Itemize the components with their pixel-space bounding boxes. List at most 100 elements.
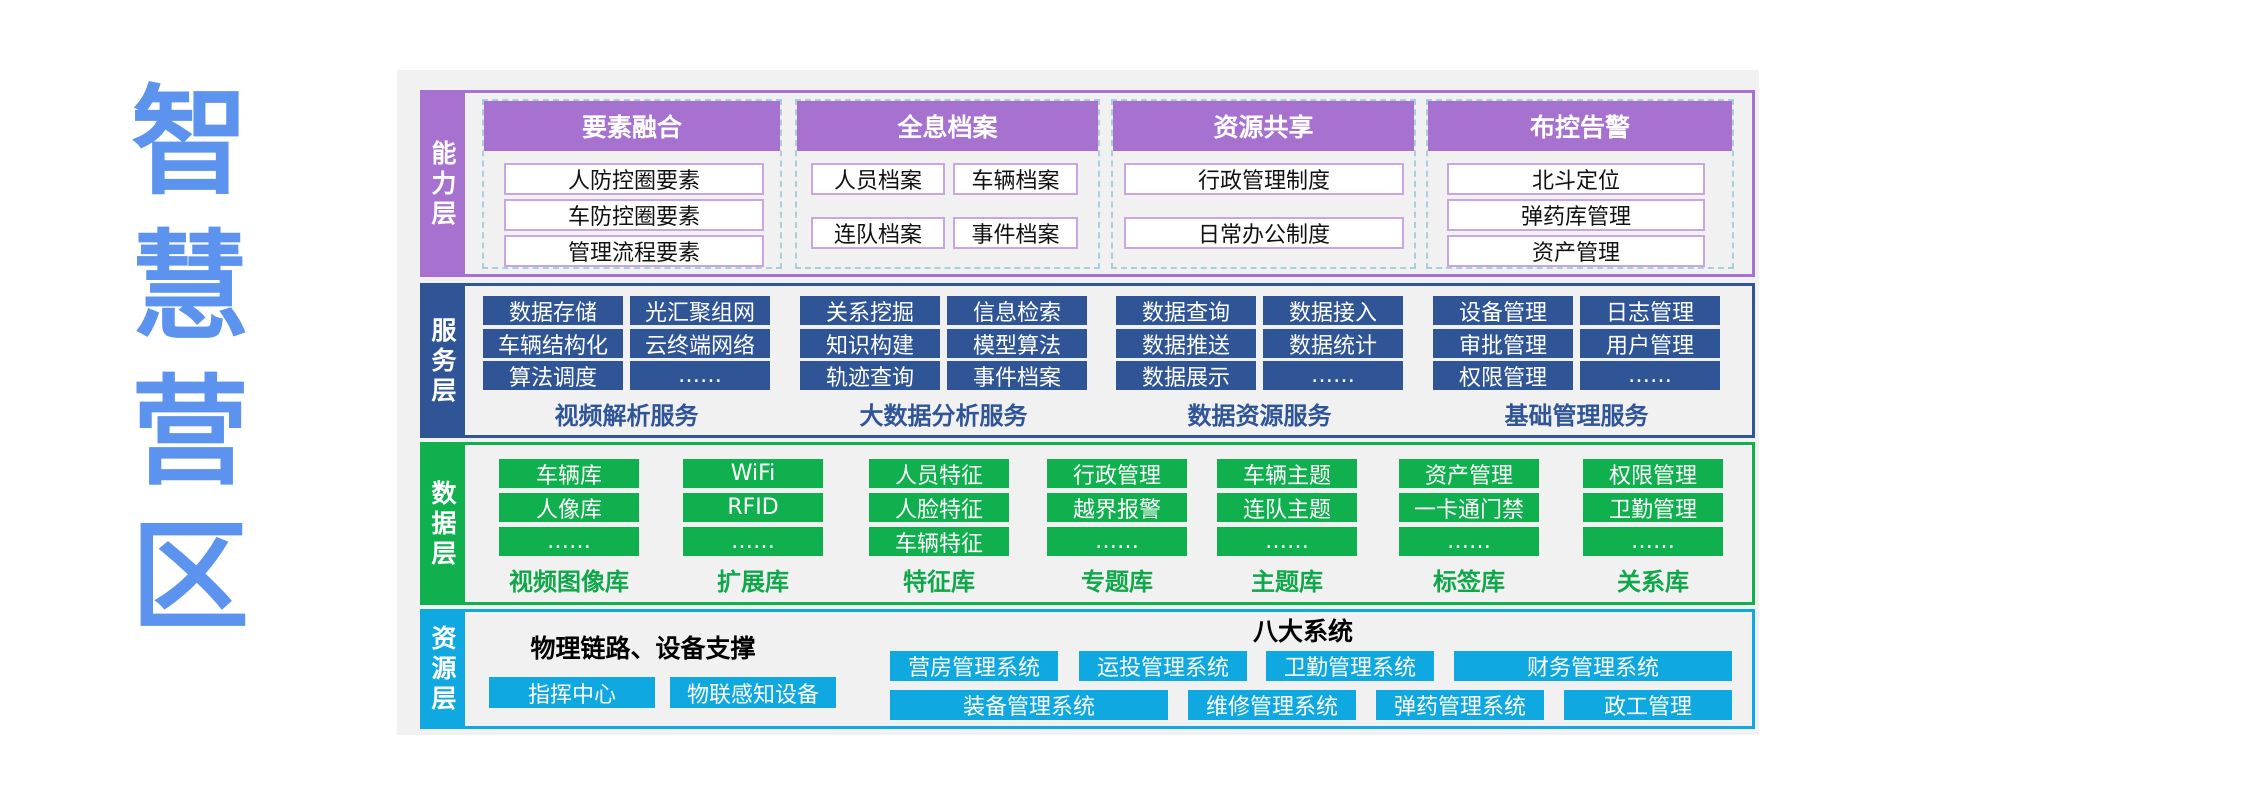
data-group-title: 扩展库: [717, 567, 789, 596]
capability-layer-label: 能 力 层: [423, 93, 465, 274]
system-item: 营房管理系统: [890, 651, 1058, 681]
svc-group-title: 大数据分析服务: [859, 401, 1028, 430]
svc-item: 权限管理: [1433, 361, 1573, 391]
system-item: 维修管理系统: [1188, 690, 1356, 720]
data-item: 越界报警: [1047, 493, 1187, 523]
svc-item: 事件档案: [947, 361, 1087, 391]
cap-group-title: 全息档案: [797, 101, 1098, 151]
data-item: 车辆库: [499, 459, 639, 489]
cap-group-control-alarm: [1426, 99, 1734, 269]
cap-item: 人员档案: [811, 163, 945, 195]
resource-layer-label: 资 源 层: [423, 612, 465, 726]
system-item: 财务管理系统: [1454, 651, 1732, 681]
data-item: 连队主题: [1217, 493, 1357, 523]
data-group-title: 特征库: [903, 567, 975, 596]
resource-layer: 资 源 层 物理链路、设备支撑 指挥中心 物联感知设备 八大系统 营房管理系统 …: [420, 609, 1755, 729]
data-group-title: 关系库: [1617, 567, 1689, 596]
capability-layer: 能 力 层 要素融合 人防控圈要素 车防控圈要素 管理流程要素 全息档案 人员档…: [420, 90, 1755, 277]
system-item: 装备管理系统: [890, 690, 1168, 720]
svc-item: 数据查询: [1116, 296, 1256, 326]
eight-systems-title: 八大系统: [1252, 617, 1353, 646]
data-group-title: 视频图像库: [509, 567, 629, 596]
cap-item: 行政管理制度: [1124, 163, 1404, 195]
system-item: 运投管理系统: [1079, 651, 1247, 681]
svc-group-title: 基础管理服务: [1504, 401, 1649, 430]
data-item: 车辆主题: [1217, 459, 1357, 489]
svc-item: 算法调度: [483, 361, 623, 391]
svc-item: 日志管理: [1580, 296, 1720, 326]
data-item: 卫勤管理: [1583, 493, 1723, 523]
svc-group-title: 视频解析服务: [554, 401, 699, 430]
data-item: ……: [1583, 527, 1723, 556]
svc-group-title: 数据资源服务: [1187, 401, 1332, 430]
cap-group-title: 资源共享: [1113, 101, 1414, 151]
cap-group-title: 布控告警: [1428, 101, 1732, 151]
title-char: 智: [130, 73, 249, 211]
data-layer-label: 数 据 层: [423, 445, 465, 602]
cap-group-element-fusion: [482, 99, 782, 269]
system-item: 政工管理: [1564, 690, 1732, 720]
title-char: 慧: [130, 218, 249, 356]
data-item: ……: [499, 527, 639, 556]
cap-item: 人防控圈要素: [504, 163, 764, 195]
cap-item: 事件档案: [953, 217, 1078, 249]
data-item: RFID: [683, 493, 823, 522]
svc-item: 数据存储: [483, 296, 623, 326]
cap-item: 车防控圈要素: [504, 199, 764, 231]
resource-item: 指挥中心: [489, 677, 655, 708]
data-item: WiFi: [683, 459, 823, 488]
data-item: 资产管理: [1399, 459, 1539, 489]
cap-item: 管理流程要素: [504, 235, 764, 267]
resource-item: 物联感知设备: [670, 677, 836, 708]
svc-item: 用户管理: [1580, 329, 1720, 359]
main-title: 智 慧 营 区: [130, 70, 250, 650]
svc-item: ……: [1580, 361, 1720, 390]
data-item: ……: [1399, 527, 1539, 556]
cap-group-title: 要素融合: [484, 101, 780, 151]
data-item: 车辆特征: [869, 527, 1009, 557]
svc-item: 车辆结构化: [483, 329, 623, 359]
title-char: 营: [130, 363, 249, 501]
cap-group-resource-sharing: [1111, 99, 1416, 269]
cap-item: 北斗定位: [1447, 163, 1705, 195]
data-item: ……: [1217, 527, 1357, 556]
svc-item: 数据接入: [1263, 296, 1403, 326]
system-item: 卫勤管理系统: [1266, 651, 1434, 681]
physical-support-title: 物理链路、设备支撑: [530, 634, 756, 663]
data-item: 权限管理: [1583, 459, 1723, 489]
cap-item: 连队档案: [811, 217, 945, 249]
data-item: 人脸特征: [869, 493, 1009, 523]
svc-item: 数据统计: [1263, 329, 1403, 359]
svc-item: 审批管理: [1433, 329, 1573, 359]
data-item: ……: [683, 527, 823, 556]
system-item: 弹药管理系统: [1376, 690, 1544, 720]
svc-item: ……: [630, 361, 770, 390]
data-item: 人员特征: [869, 459, 1009, 489]
svc-item: 设备管理: [1433, 296, 1573, 326]
cap-group-holographic-archive: [795, 99, 1100, 269]
data-group-title: 标签库: [1433, 567, 1505, 596]
service-layer-label: 服 务 层: [423, 286, 465, 435]
data-item: ……: [1047, 527, 1187, 556]
svc-item: 数据展示: [1116, 361, 1256, 391]
svc-item: 云终端网络: [630, 329, 770, 359]
data-item: 行政管理: [1047, 459, 1187, 489]
service-layer: 服 务 层 数据存储 光汇聚组网 车辆结构化 云终端网络 算法调度 …… 视频解…: [420, 283, 1755, 438]
cap-item: 弹药库管理: [1447, 199, 1705, 231]
svc-item: 光汇聚组网: [630, 296, 770, 326]
svc-item: 关系挖掘: [800, 296, 940, 326]
title-char: 区: [130, 508, 249, 646]
cap-item: 车辆档案: [953, 163, 1078, 195]
cap-item: 资产管理: [1447, 235, 1705, 267]
svc-item: 数据推送: [1116, 329, 1256, 359]
svc-item: 模型算法: [947, 329, 1087, 359]
cap-item: 日常办公制度: [1124, 217, 1404, 249]
data-item: 人像库: [499, 493, 639, 523]
data-layer: 数 据 层 车辆库 人像库 …… 视频图像库 WiFi RFID …… 扩展库 …: [420, 442, 1755, 605]
data-item: 一卡通门禁: [1399, 493, 1539, 523]
svc-item: 轨迹查询: [800, 361, 940, 391]
svc-item: 信息检索: [947, 296, 1087, 326]
data-group-title: 专题库: [1081, 567, 1153, 596]
svc-item: 知识构建: [800, 329, 940, 359]
svc-item: ……: [1263, 361, 1403, 390]
